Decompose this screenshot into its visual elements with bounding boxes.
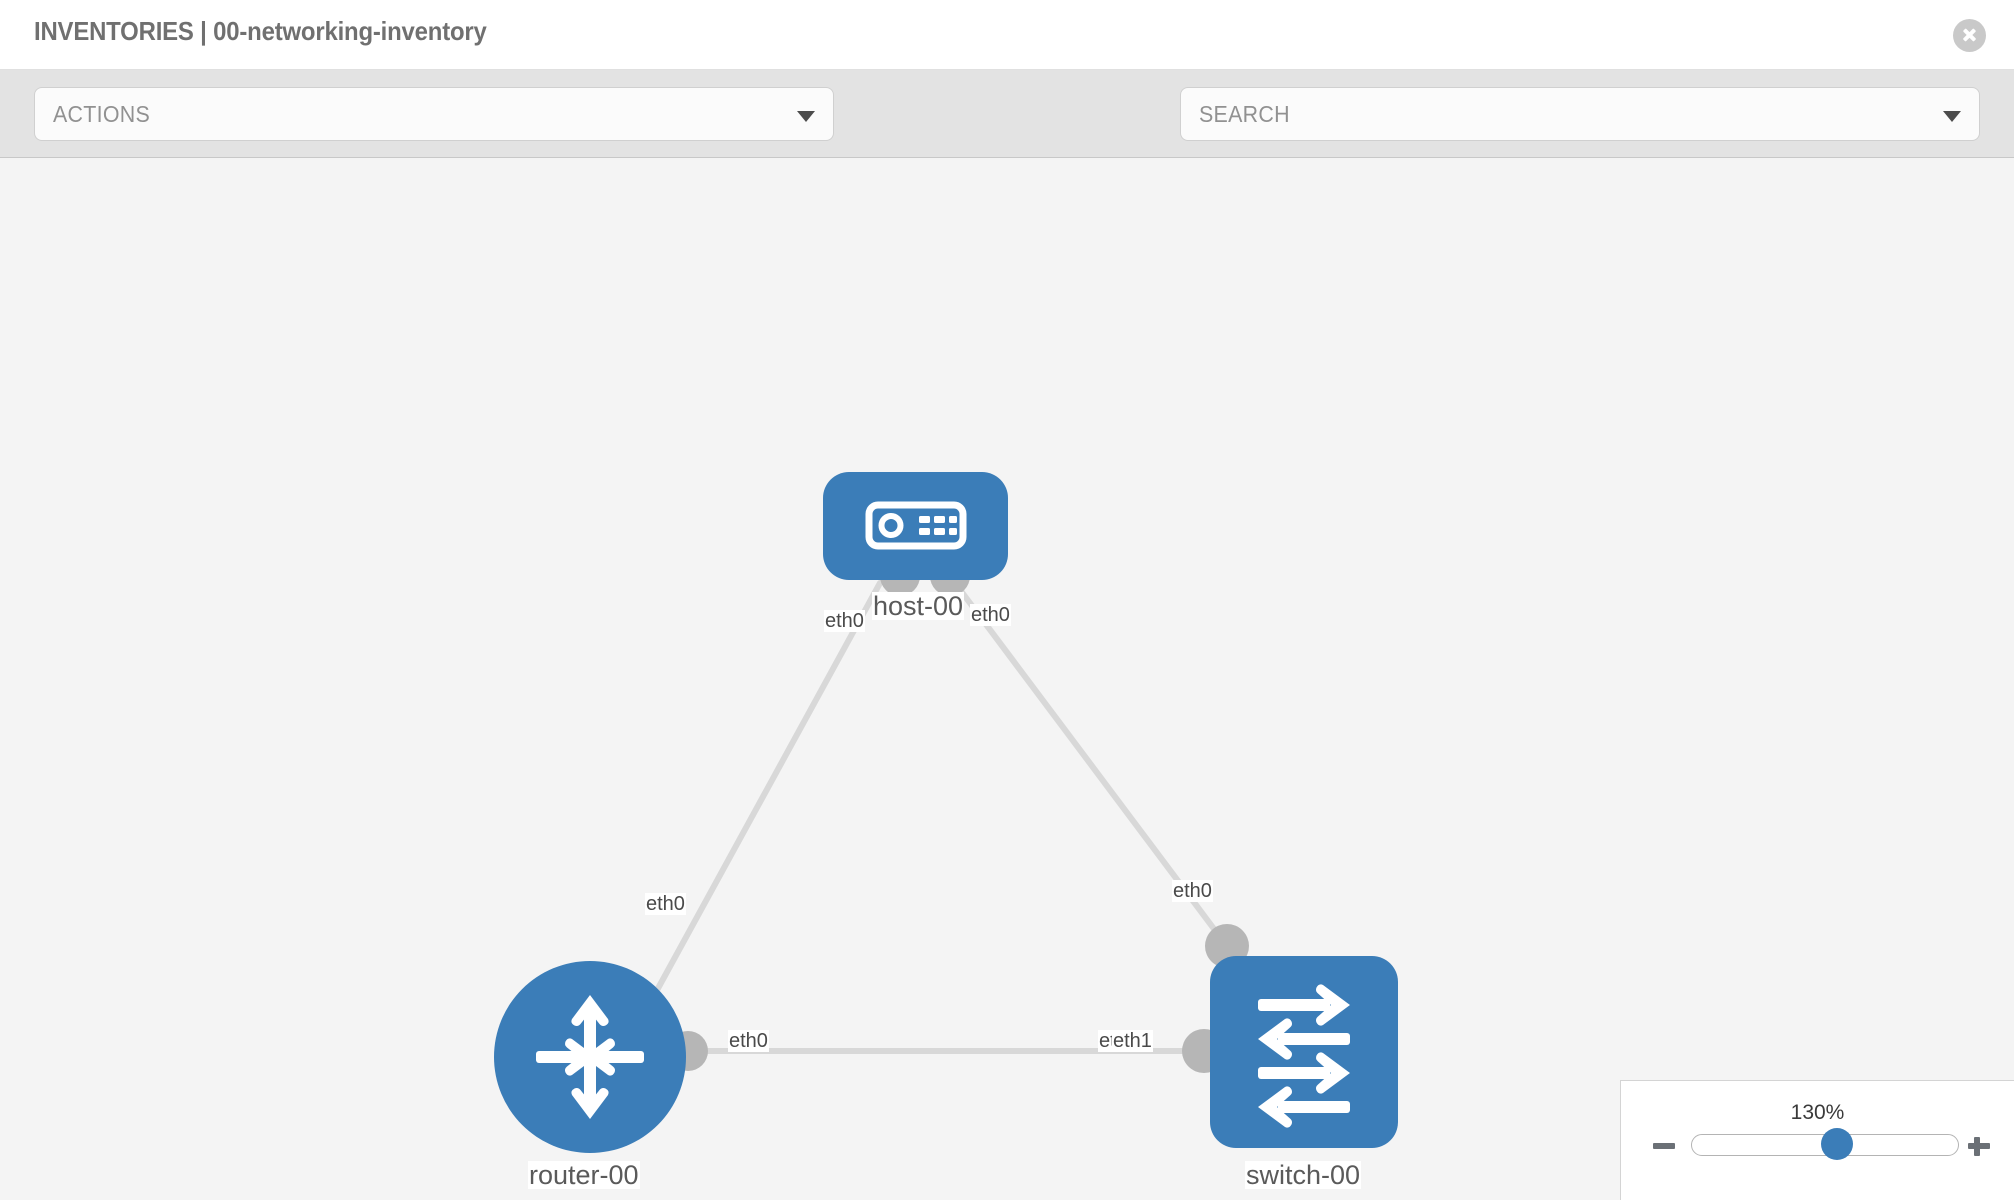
window-header: INVENTORIES | 00-networking-inventory (0, 0, 2014, 70)
node-host-00[interactable] (823, 472, 1008, 580)
close-icon[interactable] (1953, 19, 1986, 52)
node-label-router-00: router-00 (528, 1160, 640, 1190)
page-title: INVENTORIES | 00-networking-inventory (34, 16, 487, 46)
zoom-slider-thumb[interactable] (1820, 1128, 1853, 1160)
server-icon (865, 501, 967, 550)
node-label-switch-00: switch-00 (1245, 1160, 1362, 1190)
node-router-00[interactable] (494, 961, 686, 1153)
actions-dropdown[interactable]: ACTIONS (34, 87, 834, 141)
zoom-control-panel: 130% (1620, 1080, 2014, 1200)
iface-label-router-right: eth0 (728, 1030, 769, 1052)
toolbar: ACTIONS SEARCH (0, 70, 2014, 203)
topology-links (647, 580, 1235, 1054)
chevron-down-icon (1943, 111, 1961, 122)
topology-canvas[interactable]: host-00 eth0 eth0 (0, 158, 2014, 1200)
router-icon (536, 995, 644, 1119)
switch-icon (1258, 984, 1350, 1128)
iface-label-router-up: eth0 (645, 893, 686, 915)
search-input[interactable]: SEARCH (1180, 87, 1980, 141)
search-placeholder: SEARCH (1199, 101, 1290, 127)
node-switch-00[interactable] (1210, 956, 1398, 1148)
node-label-host-00: host-00 (872, 591, 965, 621)
zoom-out-button[interactable] (1651, 1133, 1677, 1159)
iface-label-switch-left: eth1 (1112, 1030, 1153, 1052)
link-host-router (647, 580, 883, 1006)
zoom-in-button[interactable] (1966, 1133, 1992, 1159)
chevron-down-icon (797, 111, 815, 122)
iface-label-host-right: eth0 (970, 604, 1011, 626)
zoom-level-value: 130% (1790, 1101, 1845, 1124)
iface-label-switch-up: eth0 (1172, 880, 1213, 902)
iface-label-host-left: eth0 (824, 610, 865, 632)
actions-dropdown-label: ACTIONS (53, 101, 151, 127)
